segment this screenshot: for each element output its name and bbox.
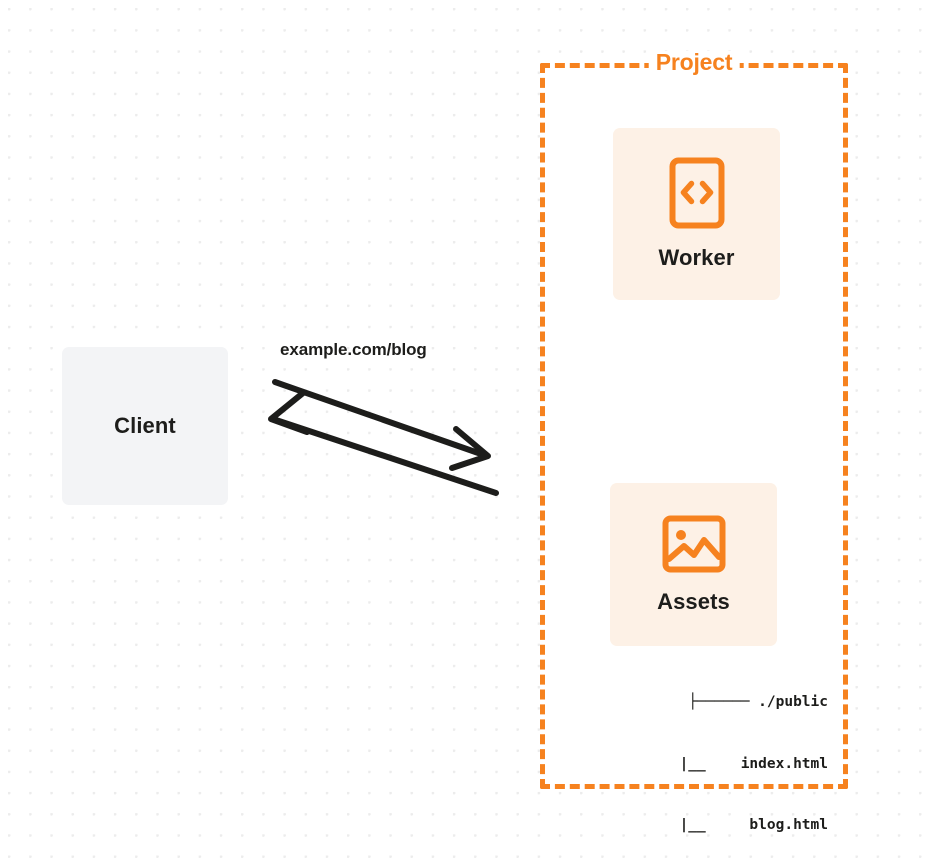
client-label: Client — [114, 413, 176, 438]
file-tree-row: ├────── ./public — [688, 694, 828, 710]
assets-card[interactable]: Assets — [610, 483, 777, 646]
image-icon — [662, 515, 726, 573]
client-node[interactable]: Client — [62, 347, 228, 505]
worker-card[interactable]: Worker — [613, 128, 780, 300]
request-arrow — [272, 379, 491, 471]
file-tree-row: |__ blog.html — [627, 817, 828, 833]
project-group: Project Worker Assets — [540, 51, 848, 833]
project-title: Project — [648, 51, 740, 74]
file-tree-row: |__ index.html — [627, 755, 828, 772]
response-arrow — [268, 390, 499, 496]
worker-label: Worker — [658, 245, 735, 270]
assets-file-tree: ├────── ./public |__ index.html |__ blog… — [580, 651, 828, 860]
assets-label: Assets — [657, 588, 730, 614]
code-brackets-icon — [669, 157, 725, 229]
edge-label: example.com/blog — [280, 340, 427, 359]
